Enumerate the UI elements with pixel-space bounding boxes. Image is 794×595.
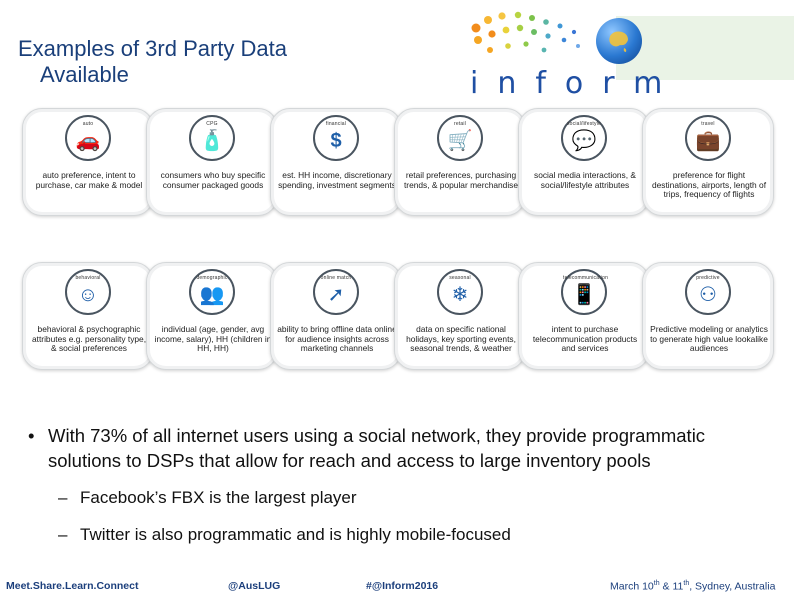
tile-predictive: predictive ⚇ Predictive modeling or anal…: [642, 262, 774, 370]
logo-wordmark: inform: [470, 66, 682, 101]
cursor-click-icon: ➚: [327, 284, 345, 306]
tile-description: consumers who buy specific consumer pack…: [160, 170, 266, 190]
smiley-face-icon: ☺: [77, 284, 99, 306]
people-icon: 👥: [199, 284, 225, 306]
sub-bullet-text: Facebook’s FBX is the largest player: [80, 488, 357, 507]
tile-badge: auto 🚗: [65, 115, 111, 161]
tile-telecommunication: telecommunication 📱 intent to purchase t…: [518, 262, 650, 370]
tile-financial: financial $ est. HH income, discretionar…: [270, 108, 402, 216]
tile-badge: telecommunication 📱: [561, 269, 609, 315]
tile-badge: behavioral ☺: [65, 269, 111, 315]
tile-cpg: CPG 🧴 consumers who buy specific consume…: [146, 108, 278, 216]
tile-description: auto preference, intent to purchase, car…: [35, 170, 143, 190]
tile-badge: CPG 🧴: [189, 115, 235, 161]
tile-category: demographic: [196, 275, 228, 281]
footer-date-sup1: th: [653, 580, 660, 587]
tile-category: predictive: [696, 275, 720, 281]
tile-badge: demographic 👥: [189, 269, 235, 315]
slide-title: Examples of 3rd Party Data Available: [18, 36, 287, 88]
sub-bullet-text: Twitter is also programmatic and is high…: [80, 525, 511, 544]
tile-badge: travel 💼: [685, 115, 731, 161]
network-people-icon: ⚇: [699, 284, 717, 306]
tile-category: social/lifestyle: [566, 121, 602, 127]
tile-seasonal: seasonal ❄ data on specific national hol…: [394, 262, 526, 370]
footer-date-mid: & 11: [659, 580, 684, 593]
tile-category: seasonal: [449, 275, 471, 281]
tile-category: online match: [320, 275, 352, 281]
tile-demographic: demographic 👥 individual (age, gender, a…: [146, 262, 278, 370]
tile-category: retail: [453, 121, 467, 127]
inform-logo: inform: [466, 6, 794, 101]
tile-description: social media interactions, & social/life…: [534, 170, 636, 190]
dash-mark: –: [58, 525, 68, 544]
bullet-list: • With 73% of all internet users using a…: [28, 424, 768, 546]
tile-description: est. HH income, discretionary spending, …: [278, 170, 396, 190]
tile-badge: seasonal ❄: [437, 269, 483, 315]
tile-description: intent to purchase telecommunication pro…: [532, 324, 638, 354]
footer-hashtag: #@Inform2016: [366, 580, 439, 592]
slide-title-line2: Available: [40, 62, 129, 87]
car-icon: 🚗: [75, 130, 101, 152]
dollar-icon: $: [330, 130, 342, 152]
tile-badge: social/lifestyle 💬: [561, 115, 607, 161]
tile-behavioral: behavioral ☺ behavioral & psychographic …: [22, 262, 154, 370]
sub-bullet-twitter: – Twitter is also programmatic and is hi…: [28, 524, 768, 546]
speech-bubbles-icon: 💬: [571, 130, 597, 152]
sub-bullet-facebook: – Facebook’s FBX is the largest player: [28, 487, 768, 509]
bullet-text: With 73% of all internet users using a s…: [48, 425, 706, 471]
footer-date-prefix: March 10: [610, 580, 654, 593]
slide-title-line1: Examples of 3rd Party Data: [18, 36, 288, 61]
tile-online-match: online match ➚ ability to bring offline …: [270, 262, 402, 370]
bullet-item-social: • With 73% of all internet users using a…: [28, 424, 768, 473]
tile-category: telecommunication: [563, 275, 609, 281]
tile-category: behavioral: [75, 275, 101, 281]
tile-auto: auto 🚗 auto preference, intent to purcha…: [22, 108, 154, 216]
footer-tagline: Meet.Share.Learn.Connect: [6, 580, 139, 592]
footer-date-sup2: th: [683, 580, 690, 587]
dash-mark: –: [58, 488, 68, 507]
tile-description: Predictive modeling or analytics to gene…: [650, 324, 768, 354]
tile-category: CPG: [206, 121, 218, 127]
tile-category: travel: [701, 121, 715, 127]
tile-badge: financial $: [313, 115, 359, 161]
bullet-mark: •: [28, 425, 35, 446]
shopping-cart-icon: 🛒: [447, 130, 473, 152]
logo-dots-icon: [471, 11, 580, 53]
footer-handle: @AusLUG: [228, 580, 281, 592]
logo-background-band: [616, 16, 794, 80]
tile-description: individual (age, gender, avg income, sal…: [154, 324, 272, 354]
footer-date: March 10th & 11th, Sydney, Australia: [610, 580, 775, 593]
globe-icon: [596, 18, 642, 64]
tile-badge: retail 🛒: [437, 115, 483, 161]
tile-badge: predictive ⚇: [685, 269, 731, 315]
slide-footer: Meet.Share.Learn.Connect @AusLUG #@Infor…: [0, 580, 794, 595]
footer-date-suffix: , Sydney, Australia: [689, 580, 776, 593]
tile-description: data on specific national holidays, key …: [406, 324, 516, 354]
snowflake-sun-icon: ❄: [451, 284, 469, 306]
mobile-phone-icon: 📱: [571, 284, 597, 306]
tile-description: retail preferences, purchasing trends, &…: [403, 170, 519, 190]
tile-badge: online match ➚: [313, 269, 359, 315]
tile-social-lifestyle: social/lifestyle 💬 social media interact…: [518, 108, 650, 216]
tile-travel: travel 💼 preference for flight destinati…: [642, 108, 774, 216]
tile-category: auto: [82, 121, 94, 127]
bottle-icon: 🧴: [199, 130, 225, 152]
tile-description: preference for flight destinations, airp…: [651, 170, 767, 200]
tile-category: financial: [325, 121, 347, 127]
tile-retail: retail 🛒 retail preferences, purchasing …: [394, 108, 526, 216]
tile-description: behavioral & psychographic attributes e.…: [31, 324, 147, 354]
suitcase-icon: 💼: [695, 130, 721, 152]
tile-description: ability to bring offline data online for…: [277, 324, 397, 354]
